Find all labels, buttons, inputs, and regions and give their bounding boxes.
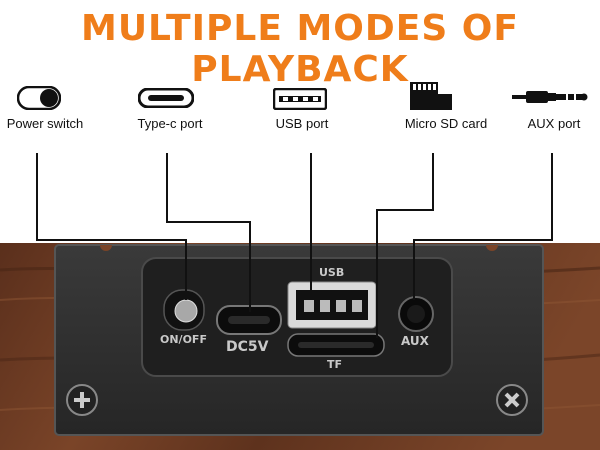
screw-left-icon	[66, 384, 98, 416]
panel-text-on-off: ON/OFF	[160, 333, 207, 346]
aux-jack-icon	[512, 91, 588, 103]
screw-right-icon	[496, 384, 528, 416]
sd-card-icon	[410, 82, 452, 110]
power-switch-knob	[174, 299, 198, 323]
leader-lines	[36, 153, 553, 338]
page-title: MULTIPLE MODES OF PLAYBACK	[81, 8, 519, 90]
panel-text-tf: TF	[327, 358, 343, 371]
panel-text-dc5v: DC5V	[226, 339, 269, 355]
usb-c-icon	[138, 88, 194, 108]
panel-text-usb: USB	[319, 266, 345, 279]
label-type-c-port: Type-c port	[137, 116, 203, 131]
label-micro-sd-card: Micro SD card	[404, 116, 488, 131]
panel-text-aux: AUX	[401, 334, 429, 348]
label-usb-port: USB port	[275, 116, 329, 131]
usb-a-icon	[273, 88, 327, 110]
label-aux-port: AUX port	[527, 116, 581, 131]
label-power-switch: Power switch	[6, 116, 84, 131]
toggle-switch-icon	[17, 86, 61, 110]
